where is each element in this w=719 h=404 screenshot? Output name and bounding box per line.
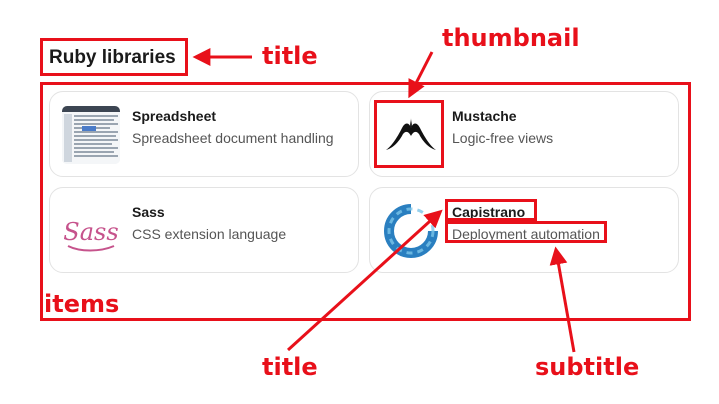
list-item-spreadsheet[interactable]: Spreadsheet Spreadsheet document handlin…: [49, 91, 359, 177]
spreadsheet-thumbnail: [62, 106, 120, 164]
item-title-annotation-box: [445, 199, 537, 221]
item-title-annotation-label: title: [262, 353, 318, 381]
sass-logo-thumbnail: Sass: [62, 202, 120, 260]
thumbnail-annotation-label: thumbnail: [442, 24, 580, 52]
item-subtitle: CSS extension language: [132, 226, 287, 242]
item-subtitle-annotation-label: subtitle: [535, 353, 640, 381]
sass-logo-text: Sass: [63, 218, 118, 246]
title-annotation-box: [40, 38, 188, 76]
item-title: Sass: [132, 204, 165, 220]
mustache-curly-brace-thumbnail: [382, 106, 440, 164]
items-annotation-label: items: [44, 290, 120, 318]
item-subtitle: Deployment automation: [452, 226, 600, 242]
item-subtitle: Logic-free views: [452, 130, 554, 146]
item-subtitle-annotation-box: [445, 221, 607, 243]
thumbnail-annotation-box: [374, 100, 444, 168]
list-item-sass[interactable]: Sass Sass CSS extension language: [49, 187, 359, 273]
title-annotation-label: title: [262, 42, 318, 70]
items-annotation-box: [40, 82, 691, 321]
item-title: Mustache: [452, 108, 517, 124]
section-title: Ruby libraries: [49, 47, 176, 68]
item-title: Spreadsheet: [132, 108, 217, 124]
item-title: Capistrano: [452, 204, 526, 220]
item-subtitle: Spreadsheet document handling: [132, 130, 334, 146]
list-item-mustache[interactable]: Mustache Logic-free views: [369, 91, 679, 177]
